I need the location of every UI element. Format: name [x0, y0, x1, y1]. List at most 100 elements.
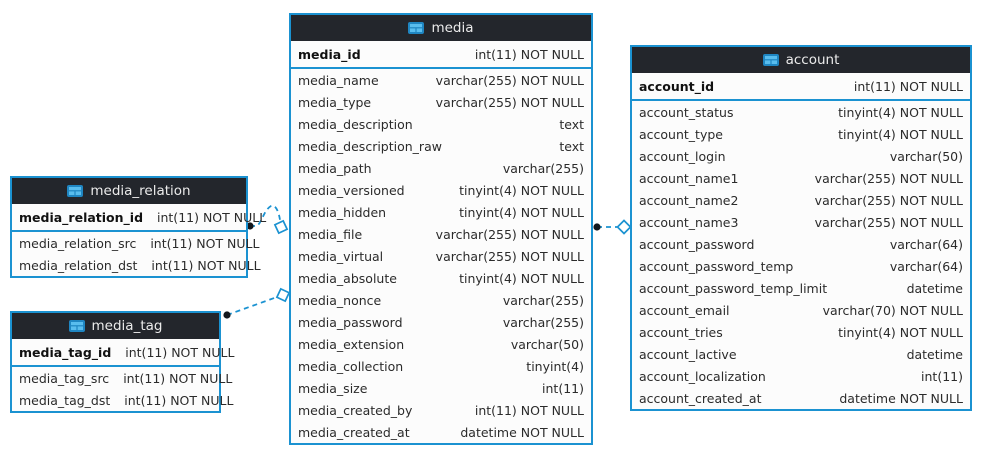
- connector-media_relation-to-media[interactable]: [246, 204, 289, 236]
- table-row[interactable]: media_password varchar(255): [291, 311, 591, 333]
- column-type: datetime NOT NULL: [839, 390, 963, 406]
- column-type: int(11): [542, 380, 584, 396]
- table-row[interactable]: account_login varchar(50): [632, 145, 970, 167]
- column-type: int(11) NOT NULL: [853, 78, 963, 94]
- connector-media-to-account[interactable]: [593, 219, 632, 235]
- primary-key-row[interactable]: media_relation_id int(11) NOT NULL: [12, 204, 266, 232]
- table-row[interactable]: media_collection tinyint(4): [291, 355, 591, 377]
- column-type: int(11) NOT NULL: [125, 344, 235, 360]
- table-row[interactable]: media_absolute tinyint(4) NOT NULL: [291, 267, 591, 289]
- column-name: account_name2: [639, 192, 739, 208]
- connector-diamond-endpoint: [275, 287, 291, 303]
- table-icon: [68, 320, 85, 332]
- connector-dot-endpoint: [246, 222, 254, 230]
- column-type: int(11) NOT NULL: [151, 257, 261, 273]
- table-header[interactable]: media: [291, 15, 591, 41]
- column-type: datetime: [906, 280, 963, 296]
- table-media_relation: media_relation media_relation_id int(11)…: [10, 176, 266, 278]
- connector-dot-endpoint: [223, 311, 231, 319]
- column-type: int(11): [921, 368, 963, 384]
- connector-line[interactable]: [226, 296, 278, 316]
- column-type: tinyint(4) NOT NULL: [459, 270, 584, 286]
- column-type: varchar(64): [889, 236, 963, 252]
- table-row[interactable]: media_type varchar(255) NOT NULL: [291, 91, 591, 113]
- column-type: tinyint(4) NOT NULL: [838, 126, 963, 142]
- column-type: varchar(50): [510, 336, 584, 352]
- column-name: account_name3: [639, 214, 739, 230]
- table-media_tag: media_tag media_tag_id int(11) NOT NULL …: [10, 311, 234, 413]
- table-row[interactable]: media_extension varchar(50): [291, 333, 591, 355]
- column-type: tinyint(4) NOT NULL: [838, 324, 963, 340]
- column-name: media_nonce: [298, 292, 382, 308]
- table-account: account account_id int(11) NOT NULL acco…: [630, 45, 972, 411]
- column-type: varchar(255): [502, 314, 584, 330]
- table-header[interactable]: media_tag: [12, 313, 219, 339]
- connector-dot-endpoint: [593, 223, 601, 231]
- connector-line[interactable]: [250, 204, 281, 227]
- primary-key-row[interactable]: media_tag_id int(11) NOT NULL: [12, 339, 234, 367]
- table-row[interactable]: media_nonce varchar(255): [291, 289, 591, 311]
- column-name: account_lactive: [639, 346, 737, 362]
- column-type: tinyint(4): [526, 358, 584, 374]
- column-type: varchar(255): [502, 292, 584, 308]
- column-type: varchar(255) NOT NULL: [814, 170, 963, 186]
- column-name: account_status: [639, 104, 734, 120]
- table-title: media_relation: [90, 183, 191, 199]
- table-row[interactable]: account_password_temp varchar(64): [632, 255, 970, 277]
- column-name: account_localization: [639, 368, 766, 384]
- column-name: media_absolute: [298, 270, 397, 286]
- connector-diamond-endpoint: [273, 219, 289, 235]
- column-type: varchar(255) NOT NULL: [435, 94, 584, 110]
- connector-media_tag-to-media[interactable]: [223, 287, 291, 319]
- column-name: media_type: [298, 94, 372, 110]
- column-type: varchar(64): [889, 258, 963, 274]
- column-name: media_relation_src: [19, 235, 137, 251]
- column-type: varchar(255): [502, 160, 584, 176]
- column-name: account_login: [639, 148, 726, 164]
- column-name: media_password: [298, 314, 403, 330]
- table-row[interactable]: media_hidden tinyint(4) NOT NULL: [291, 201, 591, 223]
- column-name: account_password_temp: [639, 258, 794, 274]
- column-name: media_hidden: [298, 204, 387, 220]
- table-header[interactable]: media_relation: [12, 178, 246, 204]
- column-type: int(11) NOT NULL: [474, 46, 584, 62]
- column-type: varchar(50): [889, 148, 963, 164]
- primary-key-row[interactable]: media_id int(11) NOT NULL: [291, 41, 591, 69]
- primary-key-row[interactable]: account_id int(11) NOT NULL: [632, 73, 970, 101]
- column-name: media_extension: [298, 336, 405, 352]
- table-row[interactable]: account_localization int(11): [632, 365, 970, 387]
- table-header[interactable]: account: [632, 47, 970, 73]
- column-type: text: [559, 116, 584, 132]
- column-type: tinyint(4) NOT NULL: [459, 204, 584, 220]
- column-name: media_description_raw: [298, 138, 442, 154]
- column-name: media_created_by: [298, 402, 413, 418]
- column-name: media_virtual: [298, 248, 384, 264]
- column-type: int(11) NOT NULL: [124, 392, 234, 408]
- column-name: media_collection: [298, 358, 404, 374]
